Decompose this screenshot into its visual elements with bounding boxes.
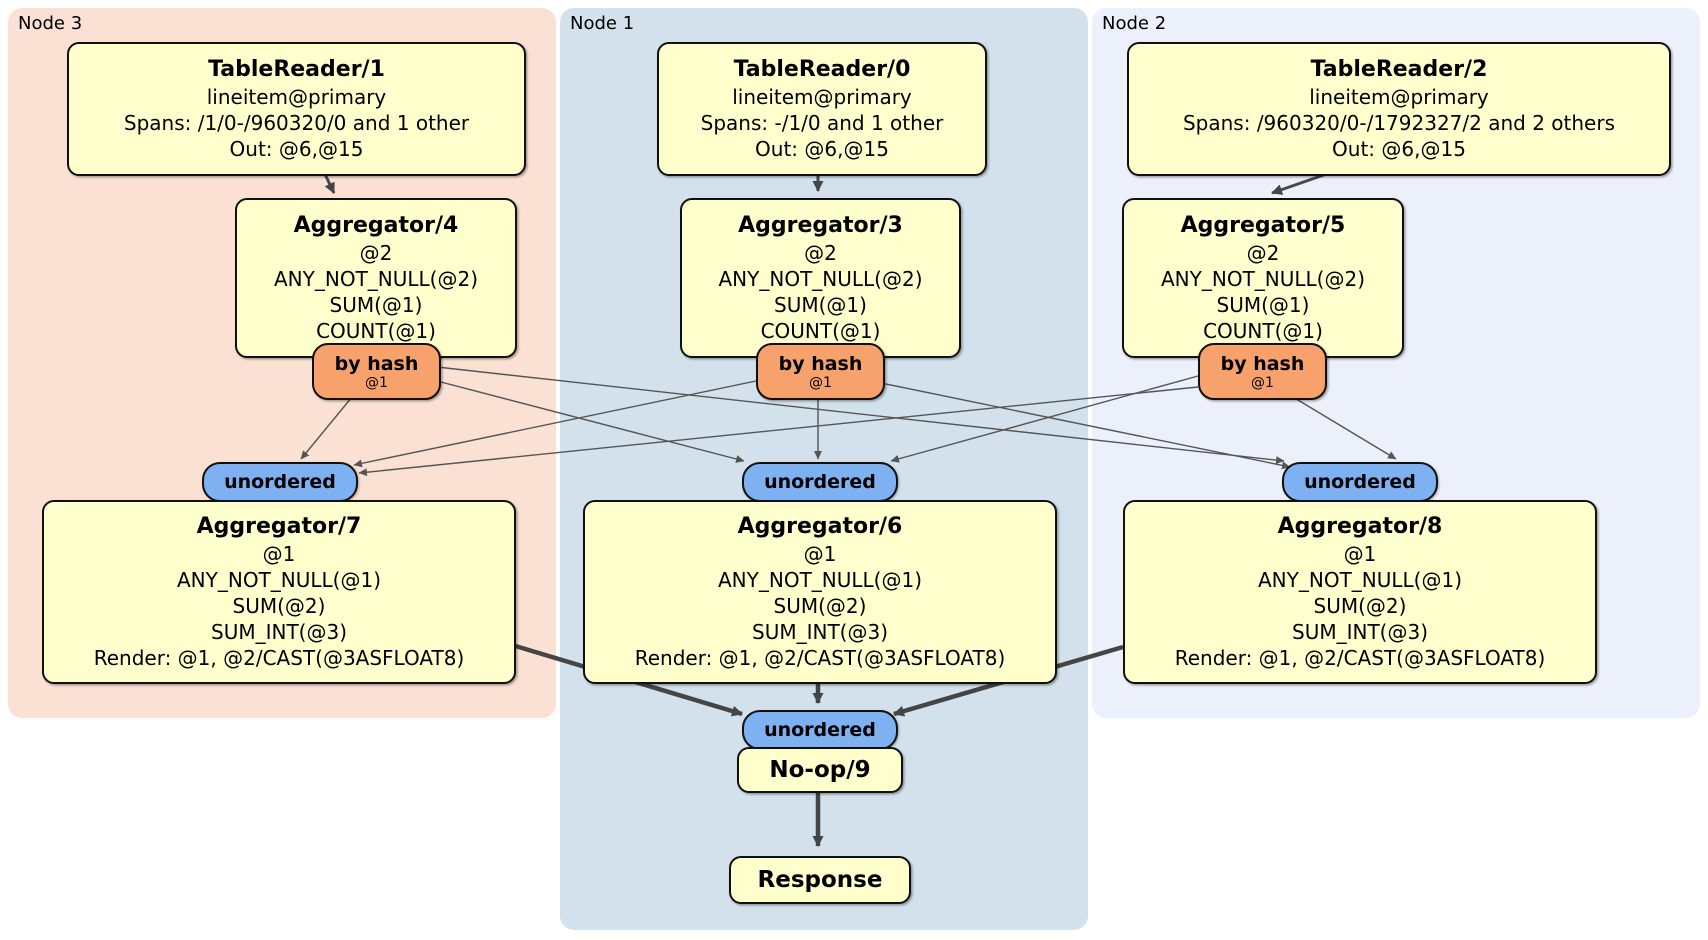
hash-router-node1-key: @1 (809, 374, 832, 391)
aggregator-5-fn1: ANY_NOT_NULL(@2) (1161, 267, 1365, 291)
aggregator-7-box: Aggregator/7 @1 ANY_NOT_NULL(@1) SUM(@2)… (42, 500, 516, 684)
response-title: Response (757, 867, 883, 893)
aggregator-5-title: Aggregator/5 (1180, 213, 1346, 238)
aggregator-4-fn2: SUM(@1) (329, 293, 423, 317)
aggregator-7-fn1: ANY_NOT_NULL(@1) (177, 568, 381, 592)
aggregator-6-box: Aggregator/6 @1 ANY_NOT_NULL(@1) SUM(@2)… (583, 500, 1057, 684)
aggregator-4-fn1: ANY_NOT_NULL(@2) (274, 267, 478, 291)
hash-router-node3: by hash @1 (312, 343, 441, 400)
aggregator-5-group: @2 (1246, 241, 1280, 265)
aggregator-6-title: Aggregator/6 (737, 514, 903, 539)
tablereader-2-spans: Spans: /960320/0-/1792327/2 and 2 others (1182, 111, 1615, 135)
tablereader-1-box: TableReader/1 lineitem@primary Spans: /1… (67, 42, 526, 176)
tablereader-0-out: Out: @6,@15 (755, 137, 889, 161)
tablereader-0-box: TableReader/0 lineitem@primary Spans: -/… (657, 42, 987, 176)
hash-router-node1: by hash @1 (756, 343, 885, 400)
tablereader-2-box: TableReader/2 lineitem@primary Spans: /9… (1127, 42, 1671, 176)
response-box: Response (729, 856, 911, 904)
aggregator-7-fn3: SUM_INT(@3) (211, 620, 347, 644)
aggregator-8-fn3: SUM_INT(@3) (1292, 620, 1428, 644)
hash-router-node3-label: by hash (334, 352, 419, 375)
aggregator-4-fn3: COUNT(@1) (316, 319, 436, 343)
aggregator-5-fn3: COUNT(@1) (1203, 319, 1323, 343)
aggregator-6-render: Render: @1, @2/CAST(@3ASFLOAT8) (634, 646, 1006, 670)
aggregator-7-render: Render: @1, @2/CAST(@3ASFLOAT8) (93, 646, 465, 670)
node2-label: Node 2 (1102, 13, 1167, 34)
aggregator-3-title: Aggregator/3 (738, 213, 903, 238)
aggregator-8-fn1: ANY_NOT_NULL(@1) (1258, 568, 1462, 592)
sync-unordered-node1: unordered (742, 462, 898, 502)
tablereader-0-title: TableReader/0 (733, 57, 911, 82)
hash-router-node2-label: by hash (1220, 352, 1305, 375)
tablereader-2-index: lineitem@primary (1309, 85, 1489, 109)
node1-label: Node 1 (570, 13, 635, 34)
aggregator-6-fn2: SUM(@2) (773, 594, 867, 618)
aggregator-8-title: Aggregator/8 (1277, 514, 1443, 539)
aggregator-3-fn2: SUM(@1) (774, 293, 867, 317)
aggregator-6-fn1: ANY_NOT_NULL(@1) (718, 568, 922, 592)
noop-9-title: No-op/9 (769, 757, 871, 783)
tablereader-0-index: lineitem@primary (732, 85, 912, 109)
tablereader-2-out: Out: @6,@15 (1332, 137, 1466, 161)
aggregator-7-group: @1 (262, 542, 296, 566)
aggregator-3-fn3: COUNT(@1) (760, 319, 881, 343)
aggregator-5-box: Aggregator/5 @2 ANY_NOT_NULL(@2) SUM(@1)… (1122, 198, 1404, 358)
aggregator-4-box: Aggregator/4 @2 ANY_NOT_NULL(@2) SUM(@1)… (235, 198, 517, 358)
aggregator-6-fn3: SUM_INT(@3) (752, 620, 888, 644)
hash-router-node1-label: by hash (778, 352, 863, 375)
aggregator-3-fn1: ANY_NOT_NULL(@2) (718, 267, 923, 291)
aggregator-8-group: @1 (1343, 542, 1377, 566)
aggregator-5-fn2: SUM(@1) (1216, 293, 1310, 317)
aggregator-3-group: @2 (804, 241, 837, 265)
hash-router-node2: by hash @1 (1198, 343, 1327, 400)
hash-router-node2-key: @1 (1251, 374, 1274, 391)
aggregator-8-render: Render: @1, @2/CAST(@3ASFLOAT8) (1174, 646, 1546, 670)
sync-unordered-node2: unordered (1282, 462, 1438, 502)
tablereader-1-spans: Spans: /1/0-/960320/0 and 1 other (123, 111, 470, 135)
aggregator-4-title: Aggregator/4 (293, 213, 459, 238)
aggregator-4-group: @2 (359, 241, 393, 265)
tablereader-1-out: Out: @6,@15 (229, 137, 364, 161)
tablereader-0-spans: Spans: -/1/0 and 1 other (700, 111, 944, 135)
tablereader-2-title: TableReader/2 (1310, 57, 1488, 82)
aggregator-7-title: Aggregator/7 (196, 514, 362, 539)
noop-9-box: No-op/9 (737, 747, 903, 793)
aggregator-3-box: Aggregator/3 @2 ANY_NOT_NULL(@2) SUM(@1)… (680, 198, 961, 358)
tablereader-1-index: lineitem@primary (206, 85, 387, 109)
sync-unordered-final: unordered (742, 710, 898, 750)
hash-router-node3-key: @1 (365, 374, 388, 391)
sync-unordered-node3: unordered (202, 462, 358, 502)
aggregator-8-fn2: SUM(@2) (1313, 594, 1407, 618)
aggregator-6-group: @1 (803, 542, 837, 566)
aggregator-8-box: Aggregator/8 @1 ANY_NOT_NULL(@1) SUM(@2)… (1123, 500, 1597, 684)
tablereader-1-title: TableReader/1 (208, 57, 385, 82)
node3-label: Node 3 (18, 13, 83, 34)
aggregator-7-fn2: SUM(@2) (232, 594, 326, 618)
